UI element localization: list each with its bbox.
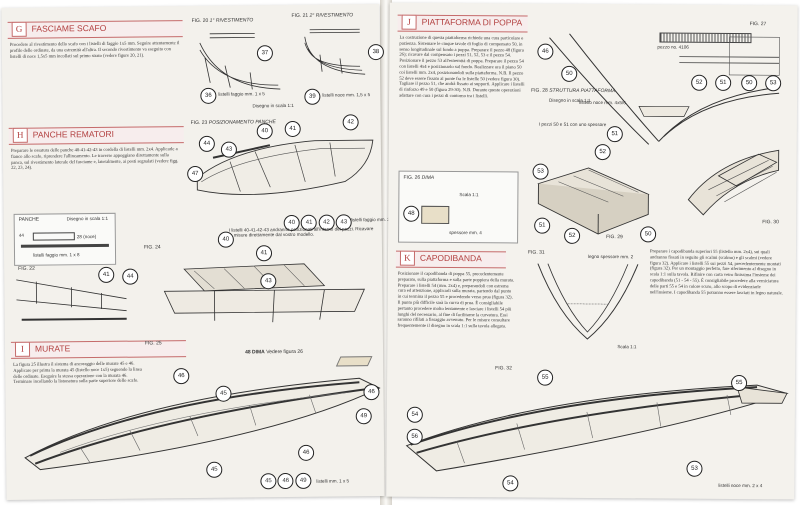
panche-44: 44 xyxy=(18,232,24,238)
fig22-note: listelli faggio mm. 1 x 5 xyxy=(218,91,265,97)
fig31-scale: Scala 1:1 xyxy=(617,344,637,350)
section-g-badge: G xyxy=(11,21,27,37)
part-36-marker: 36 xyxy=(200,87,217,104)
part-43b-marker: 43 xyxy=(260,273,277,290)
part-40-marker: 40 xyxy=(256,123,273,140)
part-52-marker: 52 xyxy=(691,74,708,91)
section-g-title: FASCIAME SCAFO xyxy=(31,22,107,34)
panche-bar-long xyxy=(20,243,109,248)
part-53b-marker: 53 xyxy=(532,163,549,180)
fig30-drawing xyxy=(687,149,780,216)
part-42-marker: 42 xyxy=(342,114,359,131)
fig21-note: listelli noce mm. 1,5 x 5 xyxy=(322,92,371,98)
part-53c-marker: 53 xyxy=(686,460,703,477)
section-k-paragraph-2: Preparare i capodibanda superiori 55 (li… xyxy=(649,248,783,295)
fig26-box: FIG. 26 DIMA Scala 1:1 48 spessore mm. 4 xyxy=(398,170,519,244)
section-i-title: MURATE xyxy=(34,343,71,354)
part-48-marker: 48 xyxy=(403,205,420,222)
panche-bar-44 xyxy=(32,232,75,241)
part-50c-marker: 50 xyxy=(640,226,657,243)
part-47-marker: 47 xyxy=(187,165,204,183)
panche-note: listelli faggio mm. 1 x 8 xyxy=(32,252,80,258)
part-53-marker: 53 xyxy=(765,75,782,92)
fig23-drawing xyxy=(196,139,374,196)
fig25-label: FIG. 25 xyxy=(144,340,162,347)
fig21-label: FIG. 21 2° RIVESTIMENTO xyxy=(291,12,354,19)
part-43-marker: 43 xyxy=(220,141,238,158)
section-i-badge: I xyxy=(14,341,31,357)
part-40c-marker: 40 xyxy=(217,231,234,248)
section-j-title: PIATTAFORMA DI POPPA xyxy=(421,16,523,28)
fig24-drawing xyxy=(163,263,366,323)
part-39-marker: 39 xyxy=(304,88,321,105)
bottom-circles-row: 45 46 49 xyxy=(260,472,312,490)
part-55b-marker: 55 xyxy=(731,374,748,392)
part-51c-marker: 51 xyxy=(534,217,551,234)
part-52b-marker: 52 xyxy=(594,144,611,161)
part-45-marker: 45 xyxy=(215,385,232,402)
section-h-paragraph: Preparare le ossatura delle panche 40-41… xyxy=(10,146,179,171)
right-page: J PIATTAFORMA DI POPPA La costruzione di… xyxy=(386,2,798,500)
part-50b-marker: 50 xyxy=(741,75,758,92)
part-51-marker: 51 xyxy=(715,74,732,91)
section-k-paragraph: Posizionare il capodibanda di poppa 55, … xyxy=(397,270,515,329)
fig24-label: FIG. 24 xyxy=(143,244,161,251)
part-44-marker: 44 xyxy=(198,135,215,152)
part-54-marker: 54 xyxy=(406,406,423,423)
fig25-hull-drawing xyxy=(24,377,381,471)
part-46-marker: 46 xyxy=(173,368,190,385)
section-j-paragraph: La costruzione di questa piattaforma ric… xyxy=(399,34,525,99)
part-41c-marker: 41 xyxy=(255,245,273,262)
part-45b-marker: 45 xyxy=(206,461,223,478)
part-41-marker: 41 xyxy=(284,120,301,138)
part-49-marker: 49 xyxy=(355,408,372,425)
part-55-marker: 55 xyxy=(537,369,554,386)
part-38-marker: 38 xyxy=(367,43,384,61)
part-52c-marker: 52 xyxy=(564,227,581,244)
panche-28: 28 (noce) xyxy=(76,234,97,240)
fig30-label: FIG. 30 xyxy=(762,219,779,226)
panche-scale: Disegno in scala 1:1 xyxy=(66,215,109,222)
fig22-scale: Disegno in scala 1:1 xyxy=(252,102,294,109)
section-k-badge: K xyxy=(399,250,415,266)
fig23-caption: I listelli 40-41-42-43 andranno posizion… xyxy=(228,226,374,238)
fig20-21-drawing xyxy=(199,28,366,90)
fig20-label: FIG. 20 1° RIVESTIMENTO xyxy=(191,17,254,25)
part-46b-marker: 46 xyxy=(363,384,380,401)
section-h-title: PANCHE REMATORI xyxy=(32,128,115,140)
part-46-right-marker: 46 xyxy=(537,43,554,60)
section-k-title: CAPODIBANDA xyxy=(419,252,482,264)
right-bottom-note: listelli noce mm. 2 x 4 xyxy=(718,482,763,489)
fig27-28-drawing xyxy=(549,33,780,145)
part-41b-marker: 41 xyxy=(98,266,115,283)
fig32-hull-drawing xyxy=(405,384,789,472)
fig29-drawing xyxy=(537,167,650,235)
part-44b-marker: 44 xyxy=(122,268,139,285)
part-46c-marker: 46 xyxy=(298,444,315,461)
part-56-marker: 56 xyxy=(406,428,423,445)
section-j-badge: J xyxy=(401,14,417,30)
part-51b-marker: 51 xyxy=(606,126,623,143)
left-bottom-note: listelli mm. 1 x 5 xyxy=(316,478,350,484)
section-h-badge: H xyxy=(12,127,28,143)
fig26-scale: Scala 1:1 xyxy=(459,192,479,198)
part-50-marker: 50 xyxy=(561,65,578,82)
part-37-marker: 37 xyxy=(256,45,274,62)
fig31-drawing xyxy=(537,263,639,340)
left-page: G FASCIAME SCAFO Procedere al rivestimen… xyxy=(1,4,397,500)
panche-title: PANCHE xyxy=(18,216,40,223)
fig26-label: FIG. 26 DIMA xyxy=(403,174,435,181)
fig26-note: spessore mm. 4 xyxy=(449,230,482,236)
section-g-paragraph: Procedere al rivestimento dello scafo co… xyxy=(9,40,180,59)
fig22-drawing xyxy=(16,279,127,321)
fig29-label: FIG. 29 xyxy=(606,234,623,241)
panche-box: PANCHE Disegno in scala 1:1 44 28 (noce)… xyxy=(13,212,117,266)
dima-label: 48 DIMA Vedere figura 26 xyxy=(245,348,303,356)
dima-48-piece xyxy=(421,205,450,225)
part-54b-marker: 54 xyxy=(502,475,519,492)
